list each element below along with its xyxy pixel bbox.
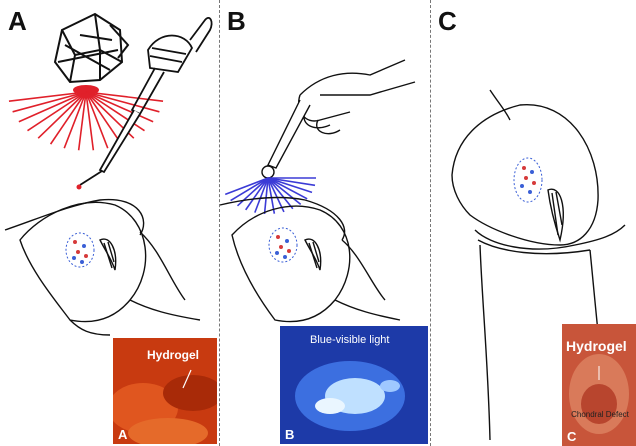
light-ray (231, 178, 268, 201)
uv-lamp-icon (55, 14, 128, 94)
photo-label-b: B (285, 427, 294, 442)
photo-label-c: C (567, 429, 576, 444)
hydrogel-drop (77, 185, 82, 190)
photo-label-a: A (118, 427, 127, 442)
knee-joint-icon (220, 198, 400, 322)
photo-caption-blue-light: Blue-visible light (310, 334, 389, 346)
photo-inset-c: Hydrogel Chondral Defect C (562, 324, 636, 446)
hydrogel-cells-b (269, 228, 297, 262)
photo-caption-hydrogel-a: Hydrogel (147, 348, 199, 362)
photo-caption-hydrogel-c: Hydrogel (566, 338, 627, 354)
blue-light-rays (225, 178, 316, 214)
knee-joint-icon (5, 200, 200, 335)
uv-light-rays (9, 92, 163, 150)
photo-inset-b: Blue-visible light B (280, 326, 428, 444)
photo-inset-a: Hydrogel A (113, 338, 217, 444)
photo-caption-chondral-defect: Chondral Defect (570, 410, 630, 420)
hand-light-pen-icon (262, 60, 415, 178)
hydrogel-cells-a (66, 233, 94, 267)
hydrogel-cells-c (514, 158, 542, 202)
